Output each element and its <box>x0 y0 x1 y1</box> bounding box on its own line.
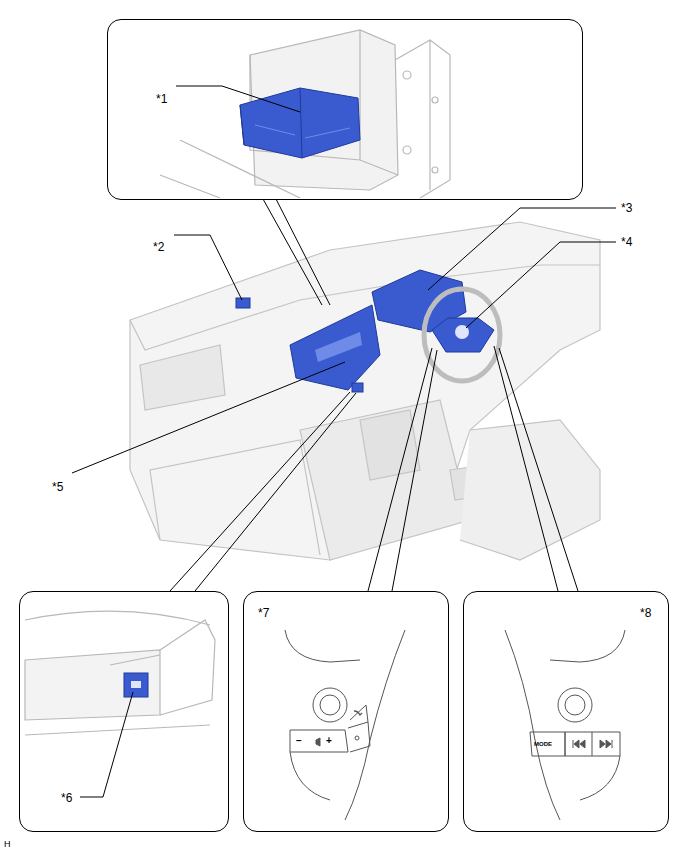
callout-number: *5 <box>52 481 63 493</box>
inset-box: *7 − + <box>243 591 449 832</box>
button-symbol: + <box>326 736 332 746</box>
inset-box: *6 <box>19 591 229 832</box>
inset-box: *8MODE <box>463 591 669 832</box>
steering-switch-right <box>505 630 625 820</box>
callout-number: *4 <box>621 236 632 248</box>
callout-number: *7 <box>258 607 269 619</box>
callout-number: *2 <box>153 241 164 253</box>
steering-wheel <box>424 289 500 381</box>
steering-switch-left <box>285 630 405 820</box>
inset-background <box>160 30 450 198</box>
inset-box: *1 <box>107 19 583 200</box>
dashboard-illustration <box>130 222 600 560</box>
usb-port-part <box>352 383 363 392</box>
figure-id: H <box>4 840 11 849</box>
callout-number: *1 <box>156 93 167 105</box>
button-symbol: − <box>296 736 302 746</box>
callout-number: *6 <box>61 792 72 804</box>
sensor-part <box>236 298 250 308</box>
callout-number: *8 <box>640 607 651 619</box>
usb-port-part <box>124 673 148 697</box>
button-label: MODE <box>534 741 552 747</box>
inset-background <box>25 611 215 735</box>
leader-lines <box>72 86 616 797</box>
callout-number: *3 <box>621 202 632 214</box>
main-body-ecu-panel <box>290 305 380 390</box>
